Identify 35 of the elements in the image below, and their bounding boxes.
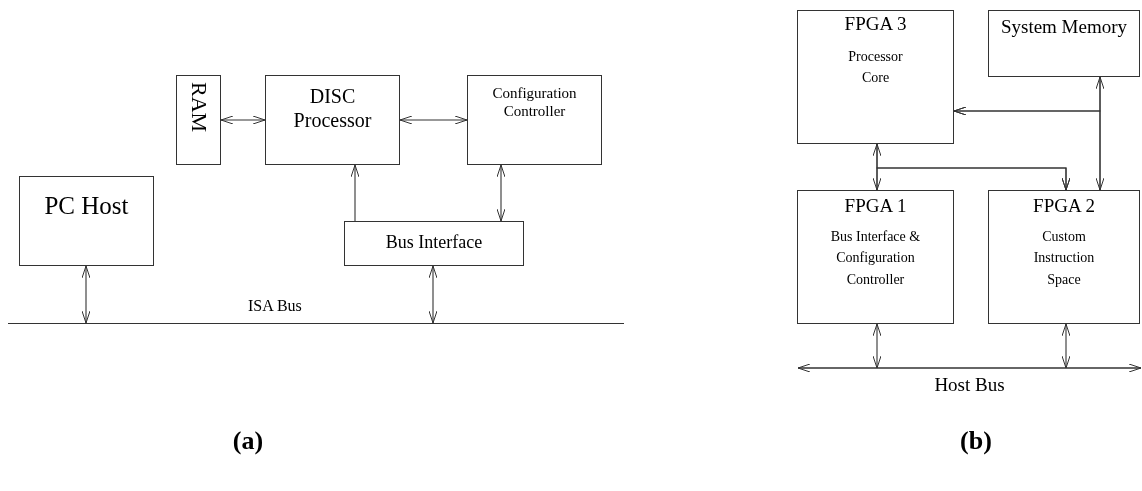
block-box: [176, 75, 221, 165]
arrow: [872, 323, 882, 369]
block-box: [988, 190, 1140, 324]
arrow: [81, 265, 91, 324]
block-box: [265, 75, 400, 165]
bus-label: Host Bus: [933, 374, 1006, 397]
block-box: [467, 75, 602, 165]
block-title: FPGA 1: [844, 195, 907, 218]
block-description: Custom Instruction Space: [1032, 227, 1096, 290]
arrow: [350, 164, 360, 222]
block-title: FPGA 3: [844, 13, 907, 36]
block-box: [797, 10, 954, 144]
arrow: [953, 106, 1101, 191]
block-description: Bus Interface & Configuration Controller: [829, 227, 922, 290]
arrow: [876, 167, 1071, 191]
block-title: PC Host: [44, 191, 129, 221]
figure-label: (b): [960, 426, 992, 456]
block-description: Processor Core: [847, 47, 904, 88]
figure-label: (a): [232, 426, 264, 456]
block-title: RAM: [185, 82, 212, 133]
block-title: Configuration Controller: [491, 84, 578, 120]
arrow: [496, 164, 506, 222]
block-title: System Memory: [1000, 16, 1128, 39]
arrow: [399, 115, 468, 125]
arrow: [428, 265, 438, 324]
block-box: [988, 10, 1140, 77]
block-title: Bus Interface: [385, 232, 483, 254]
arrow: [220, 115, 266, 125]
block-box: [797, 190, 954, 324]
bus-label: ISA Bus: [248, 296, 302, 316]
block-title: FPGA 2: [1033, 195, 1095, 218]
block-title: DISC Processor: [292, 84, 373, 132]
block-box: [344, 221, 524, 266]
block-box: [19, 176, 154, 266]
arrow: [1061, 323, 1071, 369]
